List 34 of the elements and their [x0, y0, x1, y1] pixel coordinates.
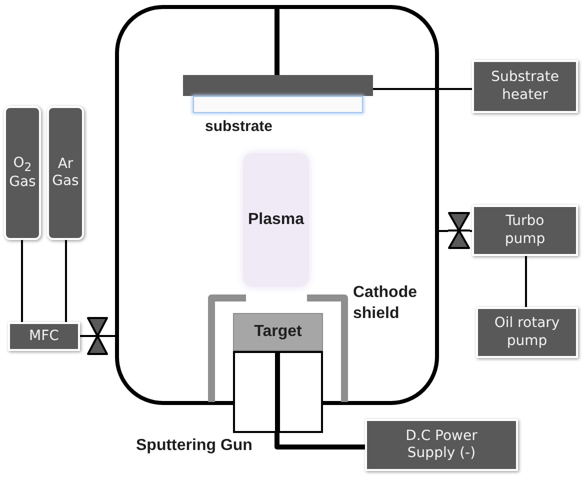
- equipment-box: [472, 60, 578, 113]
- connection-line: [525, 256, 527, 307]
- plasma-label: Plasma: [248, 210, 304, 230]
- gas-name: O$_{2}$ Gas: [8, 154, 37, 192]
- connection-line: [373, 88, 472, 90]
- equipment-name: Turbo pump: [504, 213, 546, 248]
- connection-line: [65, 240, 67, 322]
- substrate-holder: [183, 75, 373, 96]
- vacuum-chamber: [115, 5, 439, 405]
- equipment-box: [476, 307, 578, 358]
- part-label: Sputtering Gun: [136, 436, 252, 456]
- connection-line: [439, 230, 448, 232]
- valve-icon: [87, 317, 108, 355]
- connection-line: [108, 335, 115, 337]
- target-block: [233, 313, 323, 351]
- gas-cylinder: [47, 106, 84, 240]
- substrate-label: substrate: [205, 117, 273, 136]
- connection-line: [80, 335, 87, 337]
- equipment-name: MFC: [29, 328, 59, 346]
- connection-line: [21, 240, 23, 322]
- part-label: Cathode shield: [353, 283, 418, 324]
- equipment-name: Substrate heater: [490, 69, 560, 104]
- gas-name: Ar Gas: [51, 156, 80, 190]
- sputtering-gun-body: [233, 351, 323, 433]
- target-label: Target: [254, 322, 302, 342]
- equipment-box: [8, 322, 80, 351]
- power-cable: [274, 433, 365, 450]
- valve-icon: [448, 212, 470, 249]
- equipment-box: [472, 205, 578, 256]
- equipment-name: Oil rotary pump: [493, 315, 561, 350]
- gas-cylinder: [4, 106, 41, 240]
- connection-line: [470, 230, 472, 232]
- equipment-name: D.C Power Supply (-): [404, 428, 478, 462]
- equipment-box: [365, 419, 518, 471]
